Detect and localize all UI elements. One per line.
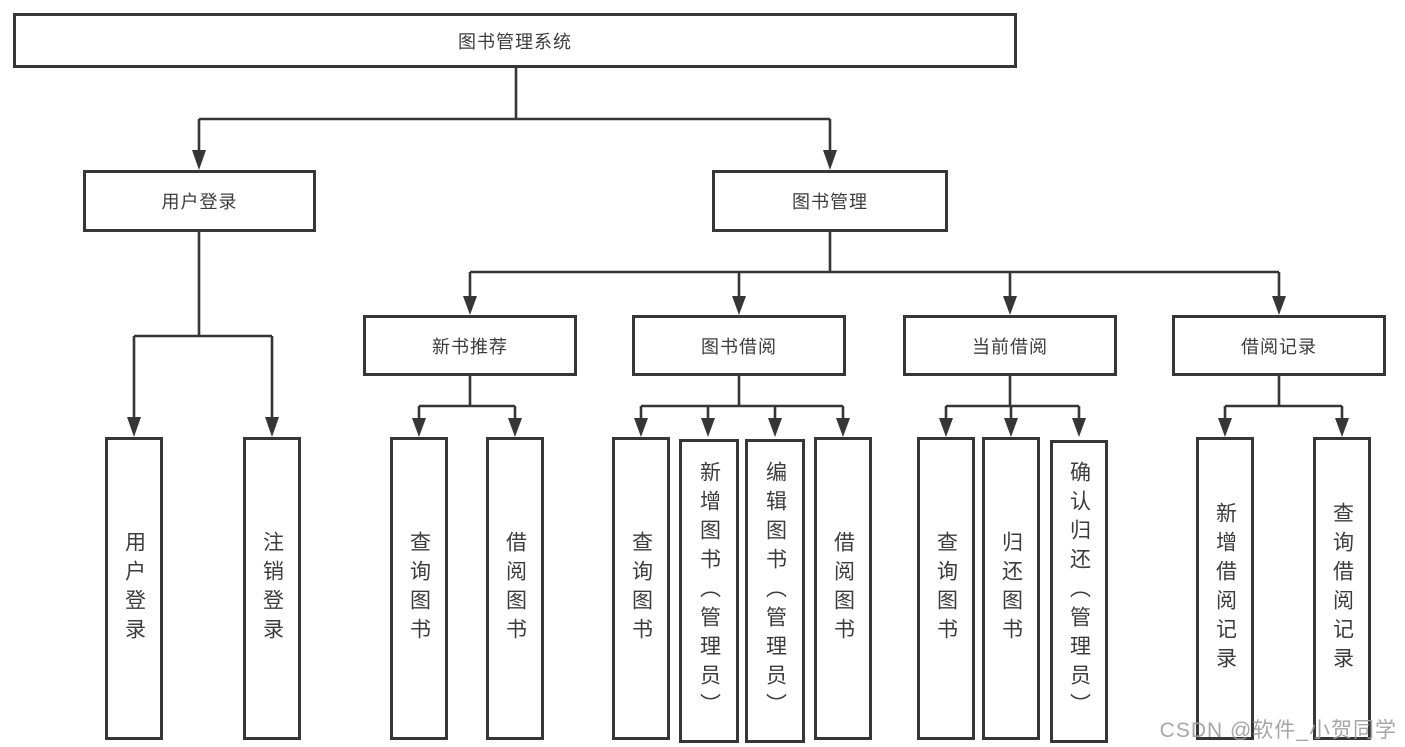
- leaf-edit-books-admin: 编辑图书（管理员）: [745, 439, 805, 743]
- leaf-add-books-admin: 新增图书（管理员）: [679, 439, 739, 743]
- leaf-return-books: 归还图书: [982, 437, 1040, 740]
- leaf-current-query-books: 查询图书: [917, 437, 975, 740]
- leaf-recommend-query-books: 查询图书: [390, 437, 448, 740]
- node-user-login: 用户登录: [83, 170, 316, 232]
- leaf-recommend-borrow-books: 借阅图书: [486, 437, 544, 740]
- leaf-logout: 注销登录: [243, 437, 301, 740]
- leaf-query-borrow-record: 查询借阅记录: [1313, 437, 1371, 740]
- leaf-add-borrow-record: 新增借阅记录: [1196, 437, 1254, 740]
- leaf-confirm-return-admin: 确认归还（管理员）: [1050, 440, 1108, 743]
- leaf-user-login: 用户登录: [105, 437, 163, 740]
- node-borrowing-records: 借阅记录: [1172, 315, 1386, 376]
- arrowheads: [127, 150, 1349, 437]
- node-current-borrowing: 当前借阅: [903, 315, 1117, 376]
- node-book-borrowing: 图书借阅: [632, 315, 846, 376]
- node-book-management: 图书管理: [712, 170, 948, 232]
- csdn-watermark: CSDN @软件_小贺同学: [1159, 719, 1397, 742]
- leaf-borrow-query-books: 查询图书: [612, 437, 670, 740]
- node-new-book-recommend: 新书推荐: [363, 315, 577, 376]
- leaf-borrow-books: 借阅图书: [814, 437, 872, 740]
- node-root-library-system: 图书管理系统: [13, 13, 1017, 68]
